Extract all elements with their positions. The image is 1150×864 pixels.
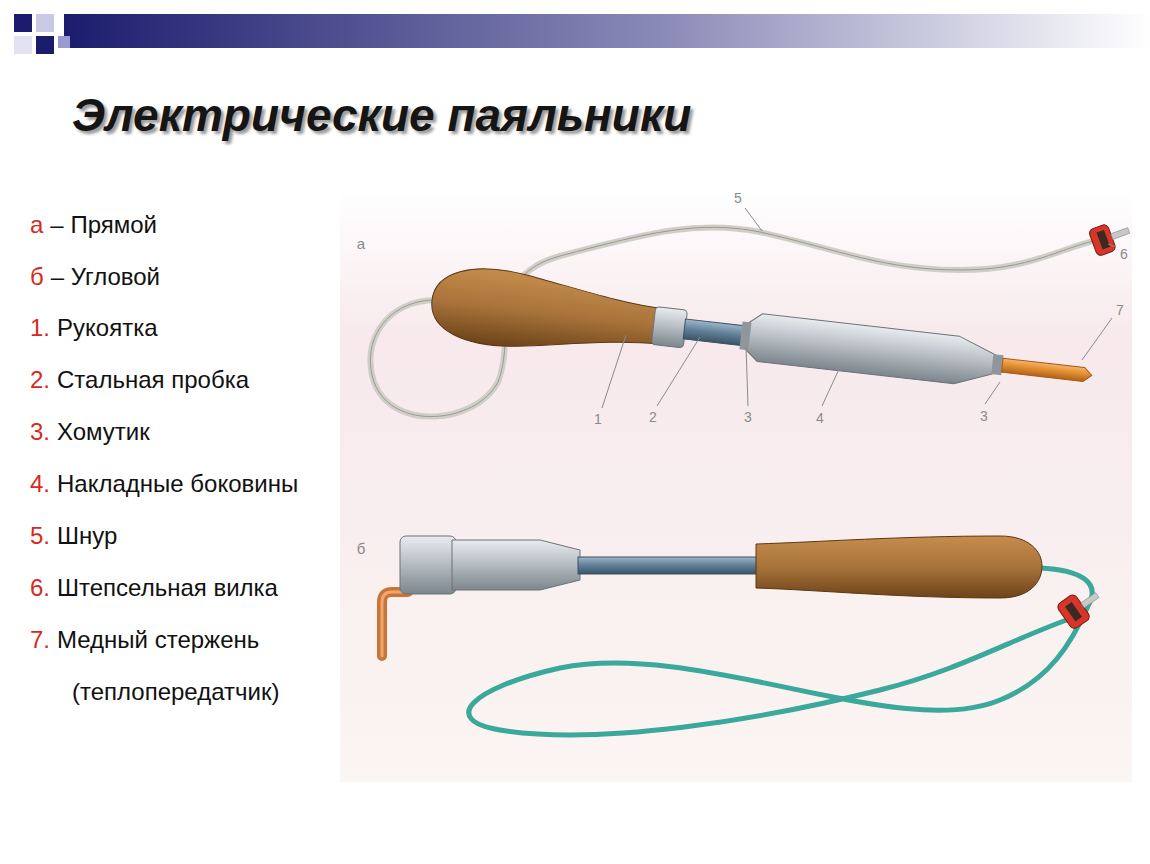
list-text: (теплопередатчик): [72, 678, 279, 706]
ferrule: [651, 307, 687, 348]
list-text: – Прямой: [50, 211, 157, 239]
list-number: 2.: [30, 366, 50, 394]
figure-letter: а: [357, 235, 365, 252]
copper-rod: [382, 592, 408, 656]
decor-square: [58, 36, 70, 48]
handle: [756, 536, 1042, 598]
decor-square: [14, 14, 32, 32]
list-number: 3.: [30, 418, 50, 446]
list-text: – Угловой: [51, 263, 160, 291]
steel-plug: [683, 319, 749, 346]
list-number: 5.: [30, 522, 50, 550]
copper-rod: [1002, 358, 1093, 382]
list-text: Стальная пробка: [57, 366, 249, 394]
list-letter: а: [30, 211, 43, 239]
callout-number: 1: [594, 411, 602, 427]
decor-square: [36, 36, 54, 54]
figure-letter: б: [357, 540, 366, 557]
angled-soldering-iron: [382, 536, 1042, 656]
decor-square: [36, 14, 54, 32]
handle: [428, 263, 665, 364]
cord: [370, 227, 1098, 416]
steel-plug: [578, 557, 758, 574]
callout-number: 3: [744, 409, 752, 425]
callout-number: 5: [734, 190, 742, 206]
callout-number: 3: [980, 408, 988, 424]
callout-number: 4: [816, 410, 824, 426]
header-bar: [64, 14, 1150, 48]
list-number: 1.: [30, 314, 50, 342]
list-number: 4.: [30, 470, 50, 498]
list-number: 7.: [30, 626, 50, 654]
list-text: Накладные боковины: [57, 470, 298, 498]
list-text: Рукоятка: [57, 314, 158, 342]
illustration-ground: [340, 190, 1132, 782]
callout-number: 7: [1116, 302, 1124, 318]
list-text: Штепсельная вилка: [57, 574, 278, 602]
list-text: Шнур: [57, 522, 117, 550]
list-letter: б: [30, 263, 44, 291]
side-covers: [740, 312, 1001, 389]
cap: [400, 536, 456, 594]
list-text: Хомутик: [57, 418, 150, 446]
decor-square: [14, 36, 32, 54]
cord-edge: [370, 227, 1098, 416]
list-text: Медный стержень: [57, 626, 259, 654]
callout-number: 6: [1120, 246, 1128, 262]
callout-number: 2: [649, 409, 657, 425]
list-number: 6.: [30, 574, 50, 602]
straight-soldering-iron: [428, 263, 1096, 413]
copper-rod-highlight: [382, 592, 408, 656]
clamp: [739, 322, 751, 351]
side-covers: [452, 540, 580, 590]
plug: [1056, 583, 1106, 631]
leader-lines: [602, 208, 1116, 408]
slide-title: Электрические паяльники: [72, 88, 691, 142]
